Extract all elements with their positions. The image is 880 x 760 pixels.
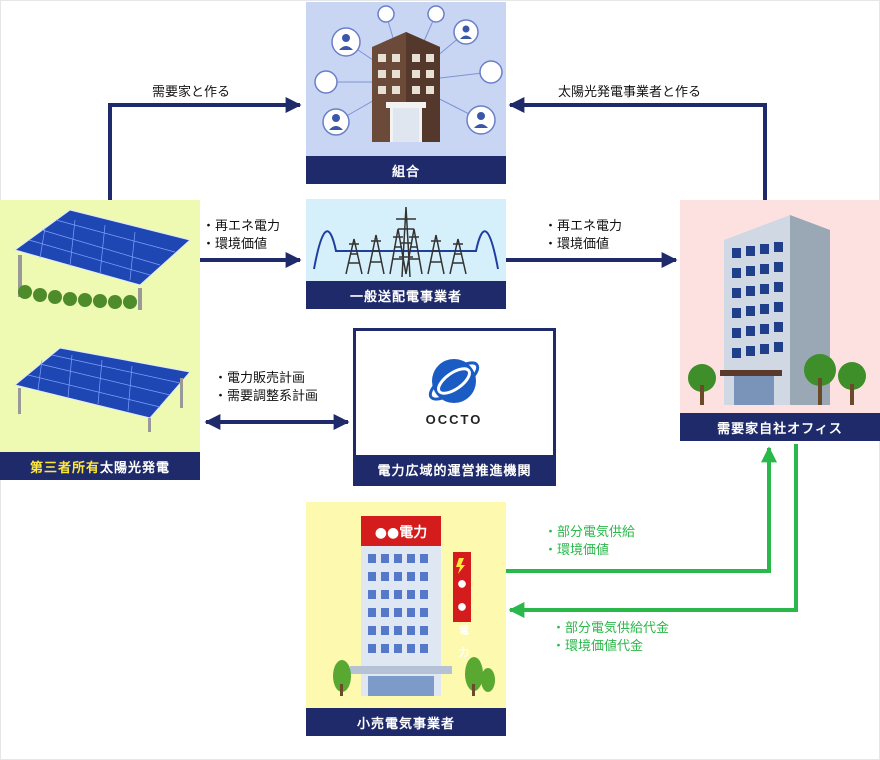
occto-node: OCCTO 電力広域的運営推進機関 <box>353 328 556 486</box>
office-label: 需要家自社オフィス <box>680 413 880 441</box>
occto-label: 電力広域的運営推進機関 <box>356 455 553 483</box>
retail-label: 小売電気事業者 <box>306 708 506 736</box>
solar-node: 第三者所有太陽光発電 <box>0 200 200 480</box>
solar-label: 第三者所有太陽光発電 <box>0 452 200 480</box>
flow-label-grid-to-office-2: ・環境価値 <box>544 237 610 252</box>
office-building-icon <box>720 215 830 405</box>
flow-label-grid-to-office-1: ・再エネ電力 <box>544 219 623 234</box>
office-building-illustration <box>688 215 866 405</box>
office-node: 需要家自社オフィス <box>680 200 880 441</box>
flow-label-solar-occto-1: ・電力販売計画 <box>214 371 306 386</box>
retail-building-illustration: ●●電力 ●●電力 <box>333 516 495 696</box>
union-label: 組合 <box>306 156 506 184</box>
transmission-towers-illustration <box>313 206 499 278</box>
lightning-icon <box>456 558 465 574</box>
tree-icon <box>333 657 495 696</box>
solar-label-highlight: 第三者所有 <box>29 460 100 476</box>
retail-building-icon: ●●電力 ●●電力 <box>350 516 471 696</box>
tree-icon <box>688 354 866 405</box>
flow-label-solar-to-union: 需要家と作る <box>152 85 231 100</box>
retail-node: ●●電力 ●●電力 小売電気事業者 <box>306 502 506 736</box>
apartment-building-icon <box>372 32 440 142</box>
user-icon <box>314 5 503 136</box>
flow-label-retail-to-office-2: ・環境価値 <box>544 543 610 558</box>
arrow-office-to-union <box>508 97 767 200</box>
pylon-icon <box>345 206 467 278</box>
grid-node: 一般送配電事業者 <box>306 199 506 309</box>
flow-label-solar-occto-2: ・需要調整系計画 <box>214 389 319 404</box>
arrow-solar-to-union <box>108 97 302 200</box>
arrow-retail-to-office <box>506 446 777 573</box>
flow-label-solar-to-grid-2: ・環境価値 <box>202 237 268 252</box>
arrow-office-to-retail <box>508 444 798 618</box>
flow-label-solar-to-grid-1: ・再エネ電力 <box>202 219 281 234</box>
flow-label-office-to-retail-2: ・環境価値代金 <box>552 639 644 654</box>
retail-rooftop-sign: ●●電力 <box>375 524 427 541</box>
retail-side-sign: ●●電力 <box>457 579 469 658</box>
union-network-illustration <box>314 5 503 142</box>
solar-panel-icon <box>13 209 192 310</box>
grid-label: 一般送配電事業者 <box>306 281 506 309</box>
solar-label-rest: 太陽光発電 <box>100 460 171 476</box>
solar-panels-illustration <box>13 209 192 432</box>
flow-label-office-to-union: 太陽光発電事業者と作る <box>558 85 702 100</box>
solar-panel-icon <box>13 347 191 432</box>
union-node: 組合 <box>306 2 506 184</box>
flow-label-office-to-retail-1: ・部分電気供給代金 <box>552 621 670 636</box>
occto-logo-icon: OCCTO <box>426 359 483 427</box>
flow-label-retail-to-office-1: ・部分電気供給 <box>544 525 636 540</box>
occto-logo-text: OCCTO <box>426 412 483 427</box>
